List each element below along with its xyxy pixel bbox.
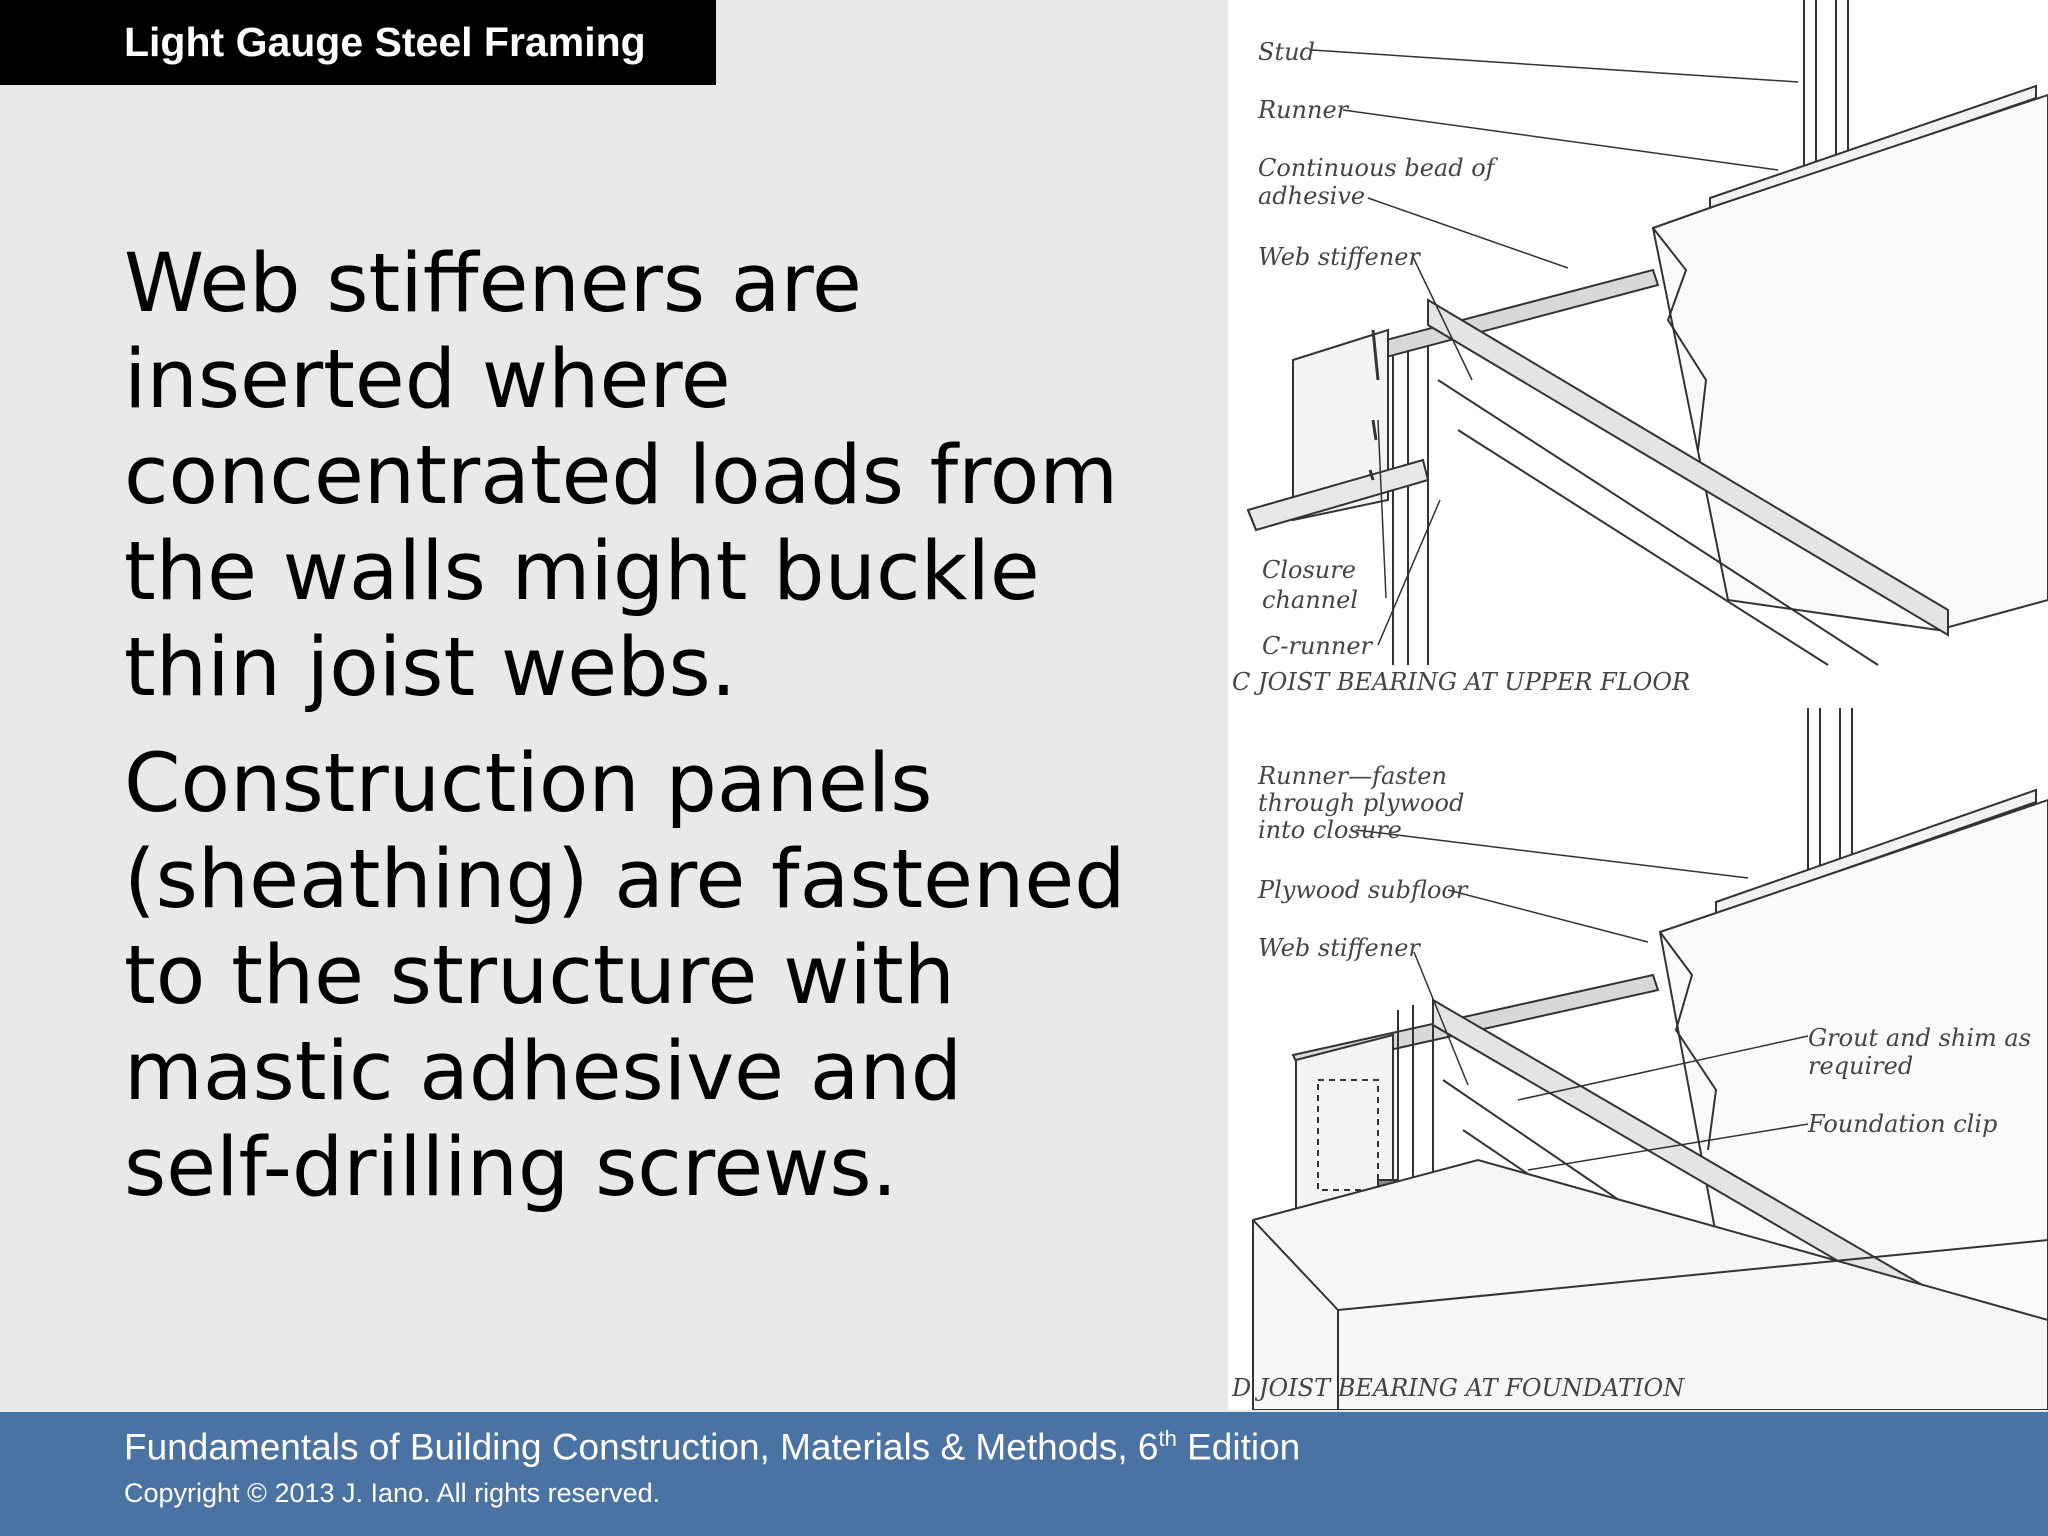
label-runner: Runner: [1257, 96, 1350, 124]
label-runner-fasten-line2: through plywood: [1258, 789, 1464, 817]
text-line: Web stiffeners are: [124, 237, 862, 331]
label-runner-fasten-line1: Runner—fasten: [1257, 762, 1447, 790]
upper-floor-detail: [1246, 0, 2048, 666]
text-line: concentrated loads from: [124, 429, 1119, 523]
text-line: inserted where: [124, 333, 731, 427]
paragraph-web-stiffeners: Web stiffeners are inserted where concen…: [124, 236, 1214, 716]
label-stud: Stud: [1258, 38, 1315, 66]
label-adhesive-bead-line1: Continuous bead of: [1258, 154, 1499, 182]
text-line: mastic adhesive and: [124, 1025, 963, 1119]
text-line: (sheathing) are fastened: [124, 833, 1126, 927]
text-line: the walls might buckle: [124, 525, 1040, 619]
caption-foundation: D JOIST BEARING AT FOUNDATION: [1231, 1374, 1685, 1402]
label-grout-shim-line1: Grout and shim as: [1808, 1024, 2031, 1052]
text-line: self-drilling screws.: [124, 1121, 898, 1215]
slide-title: Light Gauge Steel Framing: [0, 0, 716, 85]
edition-superscript: th: [1158, 1426, 1177, 1451]
copyright-notice: Copyright © 2013 J. Iano. All rights res…: [124, 1478, 661, 1508]
framing-detail-figure: Stud Runner Continuous bead of adhesive …: [1228, 0, 2048, 1410]
edition-word: Edition: [1176, 1426, 1301, 1468]
label-closure-channel-line2: channel: [1262, 586, 1358, 614]
caption-upper-floor: C JOIST BEARING AT UPPER FLOOR: [1232, 668, 1690, 696]
book-citation: Fundamentals of Building Construction, M…: [124, 1426, 1300, 1468]
label-adhesive-bead-line2: adhesive: [1258, 182, 1365, 210]
text-line: to the structure with: [124, 929, 955, 1023]
foundation-detail: [1252, 708, 2048, 1410]
label-c-runner: C-runner: [1262, 632, 1374, 660]
label-closure-channel-line1: Closure: [1262, 556, 1356, 584]
text-line: thin joist webs.: [124, 621, 737, 715]
paragraph-construction-panels: Construction panels (sheathing) are fast…: [124, 736, 1214, 1216]
book-title: Fundamentals of Building Construction, M…: [124, 1426, 1159, 1468]
label-web-stiffener-lower: Web stiffener: [1258, 934, 1421, 962]
label-runner-fasten-line3: into closure: [1258, 816, 1402, 844]
framing-detail-drawing: Stud Runner Continuous bead of adhesive …: [1231, 0, 2048, 1410]
label-foundation-clip: Foundation clip: [1807, 1110, 1997, 1138]
label-web-stiffener-upper: Web stiffener: [1258, 243, 1421, 271]
body-text: Web stiffeners are inserted where concen…: [124, 236, 1214, 1236]
slide-footer: Fundamentals of Building Construction, M…: [0, 1412, 2048, 1536]
label-grout-shim-line2: required: [1808, 1052, 1913, 1080]
text-line: Construction panels: [124, 737, 933, 831]
label-plywood-subfloor: Plywood subfloor: [1257, 876, 1469, 904]
